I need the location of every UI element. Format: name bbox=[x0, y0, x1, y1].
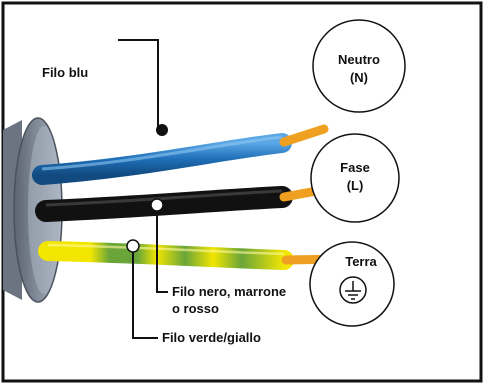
neutral-copper-conductor bbox=[279, 124, 329, 147]
earth-terminal-name: Terra bbox=[345, 254, 377, 269]
blue-wire bbox=[32, 124, 329, 185]
neutral-terminal-symbol: (N) bbox=[350, 70, 368, 85]
phase-terminal-name: Fase bbox=[340, 160, 370, 175]
earth-terminal bbox=[309, 241, 395, 327]
green-yellow-wire-leader bbox=[132, 243, 158, 339]
blue-wire-label: Filo blu bbox=[42, 65, 88, 80]
ground-symbol-icon bbox=[339, 276, 367, 304]
blue-wire-leader bbox=[118, 39, 159, 128]
green-yellow-wire-marker bbox=[126, 239, 140, 253]
black-wire-label-line1: Filo nero, marrone bbox=[172, 284, 286, 299]
neutral-terminal bbox=[312, 19, 406, 113]
neutral-terminal-name: Neutro bbox=[338, 52, 380, 67]
blue-wire-marker bbox=[156, 124, 168, 136]
black-wire-marker bbox=[150, 198, 164, 212]
phase-terminal-symbol: (L) bbox=[347, 178, 364, 193]
green-yellow-wire-label: Filo verde/giallo bbox=[162, 330, 261, 345]
phase-terminal bbox=[310, 133, 400, 223]
black-wire-label-line2: o rosso bbox=[172, 301, 219, 316]
black-wire-leader bbox=[156, 205, 168, 293]
